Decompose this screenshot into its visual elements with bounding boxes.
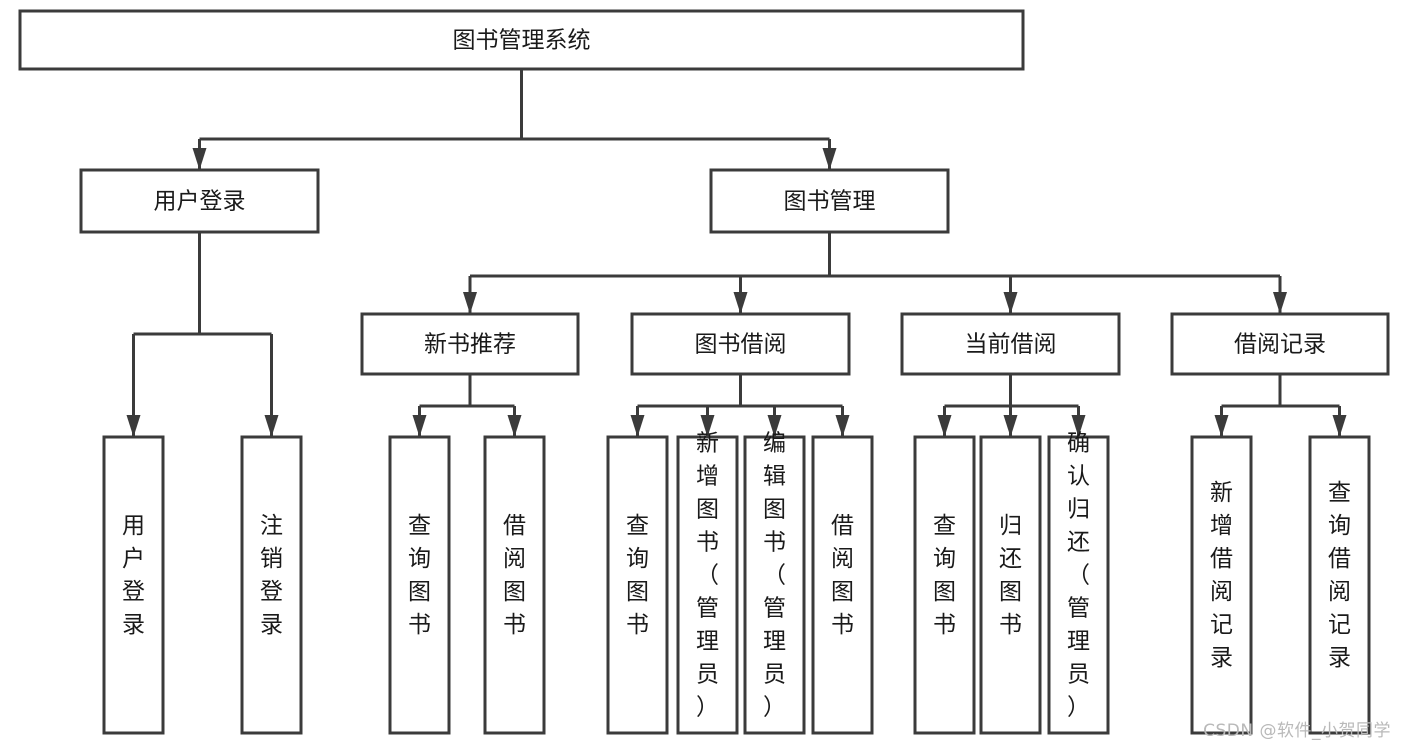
node-leaf-10-确认归还管理员-label: 确认归还（管理员） (1067, 431, 1090, 721)
arrow-head-icon (1214, 415, 1229, 437)
node-leaf-6-编辑图书管理员[interactable] (743, 435, 806, 735)
node-l2-图书管理-label: 图书管理 (784, 189, 876, 215)
node-leaf-9-归还图书-label: 归还图书 (999, 513, 1022, 638)
node-leaf-5-新增图书管理员-label: 新增图书（管理员） (696, 431, 719, 721)
node-l2-图书管理[interactable] (709, 168, 950, 234)
node-leaf-10-确认归还管理员[interactable] (1047, 435, 1110, 735)
arrow-head-icon (463, 292, 477, 314)
node-leaf-0-用户登录[interactable] (102, 435, 165, 735)
arrow-head-icon (507, 415, 522, 437)
arrow-head-icon (1332, 415, 1347, 437)
node-root-图书管理系统-label: 图书管理系统 (453, 28, 591, 54)
node-leaf-5-新增图书管理员[interactable] (676, 435, 739, 735)
node-leaf-11-新增借阅记录[interactable] (1190, 435, 1253, 735)
node-leaf-3-借阅图书[interactable] (483, 435, 546, 735)
node-leaf-6-编辑图书管理员-label: 编辑图书（管理员） (763, 431, 786, 721)
node-leaf-3-借阅图书-label: 借阅图书 (503, 513, 526, 638)
node-leaf-2-查询图书[interactable] (388, 435, 451, 735)
arrow-head-icon (192, 148, 207, 170)
arrow-head-icon (767, 415, 782, 437)
node-leaf-8-查询图书[interactable] (913, 435, 976, 735)
node-leaf-4-查询图书[interactable] (606, 435, 669, 735)
node-l3-新书推荐-label: 新书推荐 (424, 332, 516, 358)
arrow-head-icon (630, 415, 645, 437)
arrow-head-icon (126, 415, 141, 437)
node-leaf-9-归还图书[interactable] (979, 435, 1042, 735)
arrow-head-icon (1273, 292, 1287, 314)
arrow-head-icon (835, 415, 850, 437)
node-l2-用户登录-label: 用户登录 (154, 189, 246, 215)
node-l3-借阅记录[interactable] (1170, 312, 1390, 376)
watermark-text: CSDN @软件_小贺同学 (1203, 721, 1391, 741)
arrow-head-icon (1003, 292, 1018, 314)
arrow-head-icon (1071, 415, 1086, 437)
arrow-head-icon (264, 415, 279, 437)
node-l3-新书推荐[interactable] (360, 312, 580, 376)
node-leaf-7-借阅图书[interactable] (811, 435, 874, 735)
arrow-head-icon (733, 292, 748, 314)
arrow-head-icon (1003, 415, 1018, 437)
node-l3-图书借阅[interactable] (630, 312, 851, 376)
node-root-图书管理系统[interactable] (18, 9, 1025, 71)
node-l3-借阅记录-label: 借阅记录 (1234, 332, 1326, 358)
node-l3-当前借阅[interactable] (900, 312, 1121, 376)
arrow-head-icon (822, 148, 837, 170)
node-l3-当前借阅-label: 当前借阅 (965, 332, 1057, 358)
node-leaf-0-用户登录-label: 用户登录 (122, 513, 145, 638)
node-leaf-11-新增借阅记录-label: 新增借阅记录 (1210, 480, 1233, 671)
node-l2-用户登录[interactable] (79, 168, 320, 234)
arrow-head-icon (700, 415, 715, 437)
node-leaf-1-注销登录-label: 注销登录 (260, 513, 283, 638)
arrow-head-icon (937, 415, 952, 437)
node-leaf-7-借阅图书-label: 借阅图书 (831, 513, 854, 638)
node-leaf-2-查询图书-label: 查询图书 (408, 513, 431, 638)
connector-layer (126, 69, 1347, 437)
node-leaf-4-查询图书-label: 查询图书 (626, 513, 649, 638)
node-leaf-12-查询借阅记录[interactable] (1308, 435, 1371, 735)
node-layer: 图书管理系统用户登录图书管理新书推荐图书借阅当前借阅借阅记录用户登录注销登录查询… (18, 9, 1390, 735)
arrow-head-icon (412, 415, 427, 437)
node-leaf-12-查询借阅记录-label: 查询借阅记录 (1328, 480, 1351, 671)
node-leaf-1-注销登录[interactable] (240, 435, 303, 735)
node-leaf-8-查询图书-label: 查询图书 (933, 513, 956, 638)
node-l3-图书借阅-label: 图书借阅 (695, 332, 787, 358)
